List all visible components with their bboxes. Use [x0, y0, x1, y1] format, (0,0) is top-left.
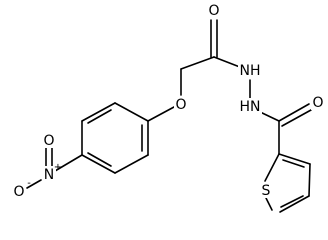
upper-nh-label: NH [240, 63, 261, 79]
bond-ring-nitro [54, 154, 83, 172]
bond-ring-inner-2 [87, 152, 112, 167]
bond-thio-2 [278, 153, 311, 165]
nitro-oxygen-top: O [43, 133, 54, 149]
thiophene-sulfur: S [262, 183, 271, 199]
nitro-nitrogen-charge: + [54, 162, 62, 173]
bond-ring-5 [81, 102, 116, 122]
bond-thio-inner-2 [280, 195, 304, 208]
ether-oxygen: O [175, 97, 186, 113]
bond-carbonyl-ch2 [180, 56, 215, 70]
bond-carbonyl-right-2 [281, 109, 312, 127]
carbonyl-oxygen-right: O [312, 95, 323, 111]
bond-ring-3 [81, 154, 116, 174]
carbonyl-oxygen-top: O [208, 3, 219, 19]
bond-ether-ring [147, 106, 175, 122]
bond-nitro-o-left [26, 179, 42, 189]
bonds [26, 19, 312, 213]
bond-carbonyl-right-1 [278, 103, 310, 122]
bond-thio-inner-1 [282, 159, 305, 168]
bond-thio-1 [264, 153, 280, 182]
bond-thio-4 [279, 195, 310, 213]
atom-labels: O NH HN O O N + O O - S [12, 2, 325, 200]
bond-ring-inner-3 [87, 109, 112, 124]
bond-thio-3 [308, 163, 311, 197]
lower-hn-label: HN [240, 99, 261, 115]
nitro-oxygen-left: O [13, 184, 24, 200]
bond-ring-2 [114, 154, 149, 174]
bond-ring-6 [114, 102, 149, 122]
bond-thio-5 [265, 197, 273, 211]
nitro-nitrogen: N [44, 167, 54, 183]
nitro-oxygen-left-charge: - [27, 178, 31, 189]
